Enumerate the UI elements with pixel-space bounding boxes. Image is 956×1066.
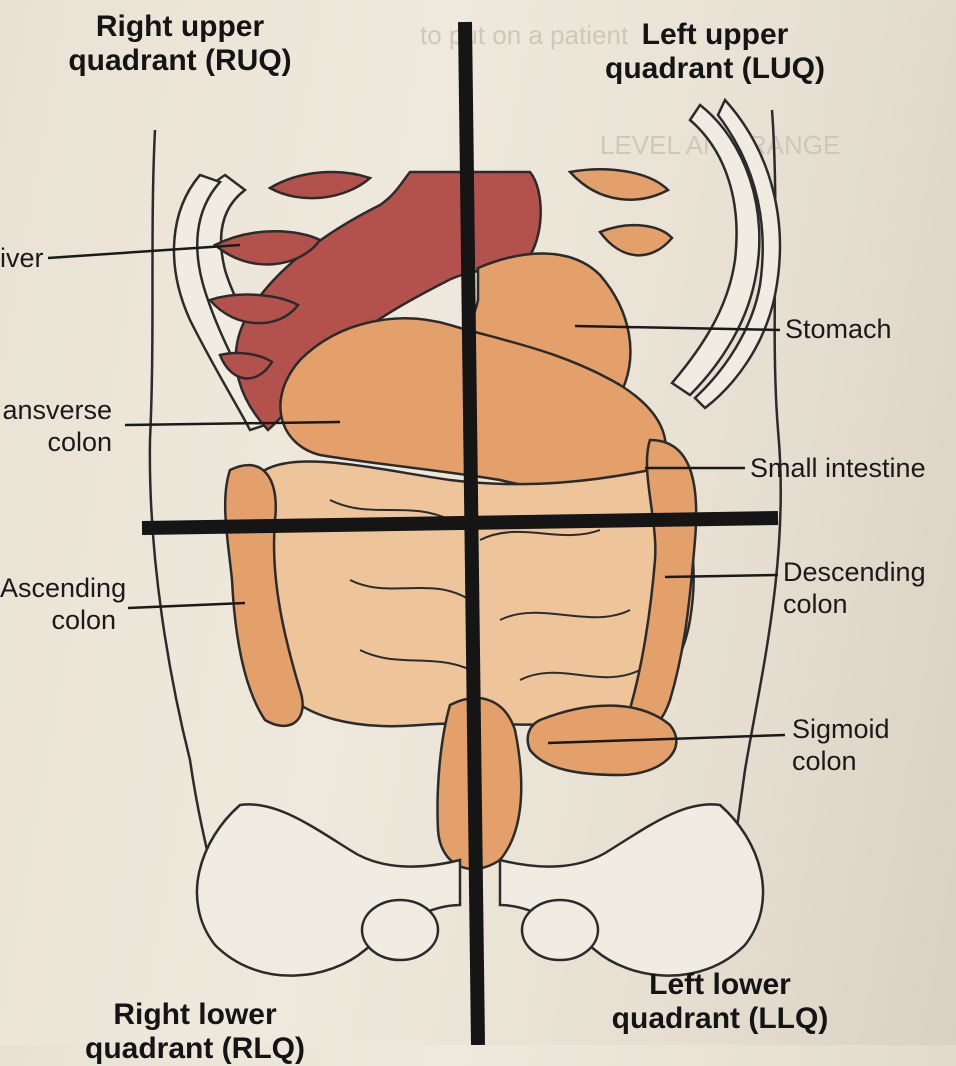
left-ribcage (670, 97, 782, 410)
vertical-midline (458, 21, 485, 1045)
label-descending-colon: Descending colon (783, 557, 926, 619)
quadrant-title-rlq: Right lower quadrant (RLQ) (85, 998, 305, 1065)
label-liver: iver (0, 243, 44, 273)
horizontal-midline (141, 511, 779, 535)
quadrant-lines (141, 21, 779, 1045)
label-sigmoid-colon: Sigmoid colon (792, 714, 890, 776)
label-stomach: Stomach (785, 314, 892, 344)
pelvis-outline (195, 803, 765, 977)
label-ascending-colon: Ascending colon (0, 573, 127, 635)
quadrant-title-luq: Left upper quadrant (LUQ) (605, 18, 825, 85)
label-small-intestine: Small intestine (750, 453, 926, 483)
leader-lines (47, 243, 786, 745)
label-transverse-colon: ansverse colon (2, 395, 112, 457)
quadrant-title-ruq: Right upper quadrant (RUQ) (68, 10, 292, 77)
quadrant-title-llq: Left lower quadrant (LLQ) (611, 968, 829, 1035)
bleed-text: to put on a patient (420, 20, 629, 50)
